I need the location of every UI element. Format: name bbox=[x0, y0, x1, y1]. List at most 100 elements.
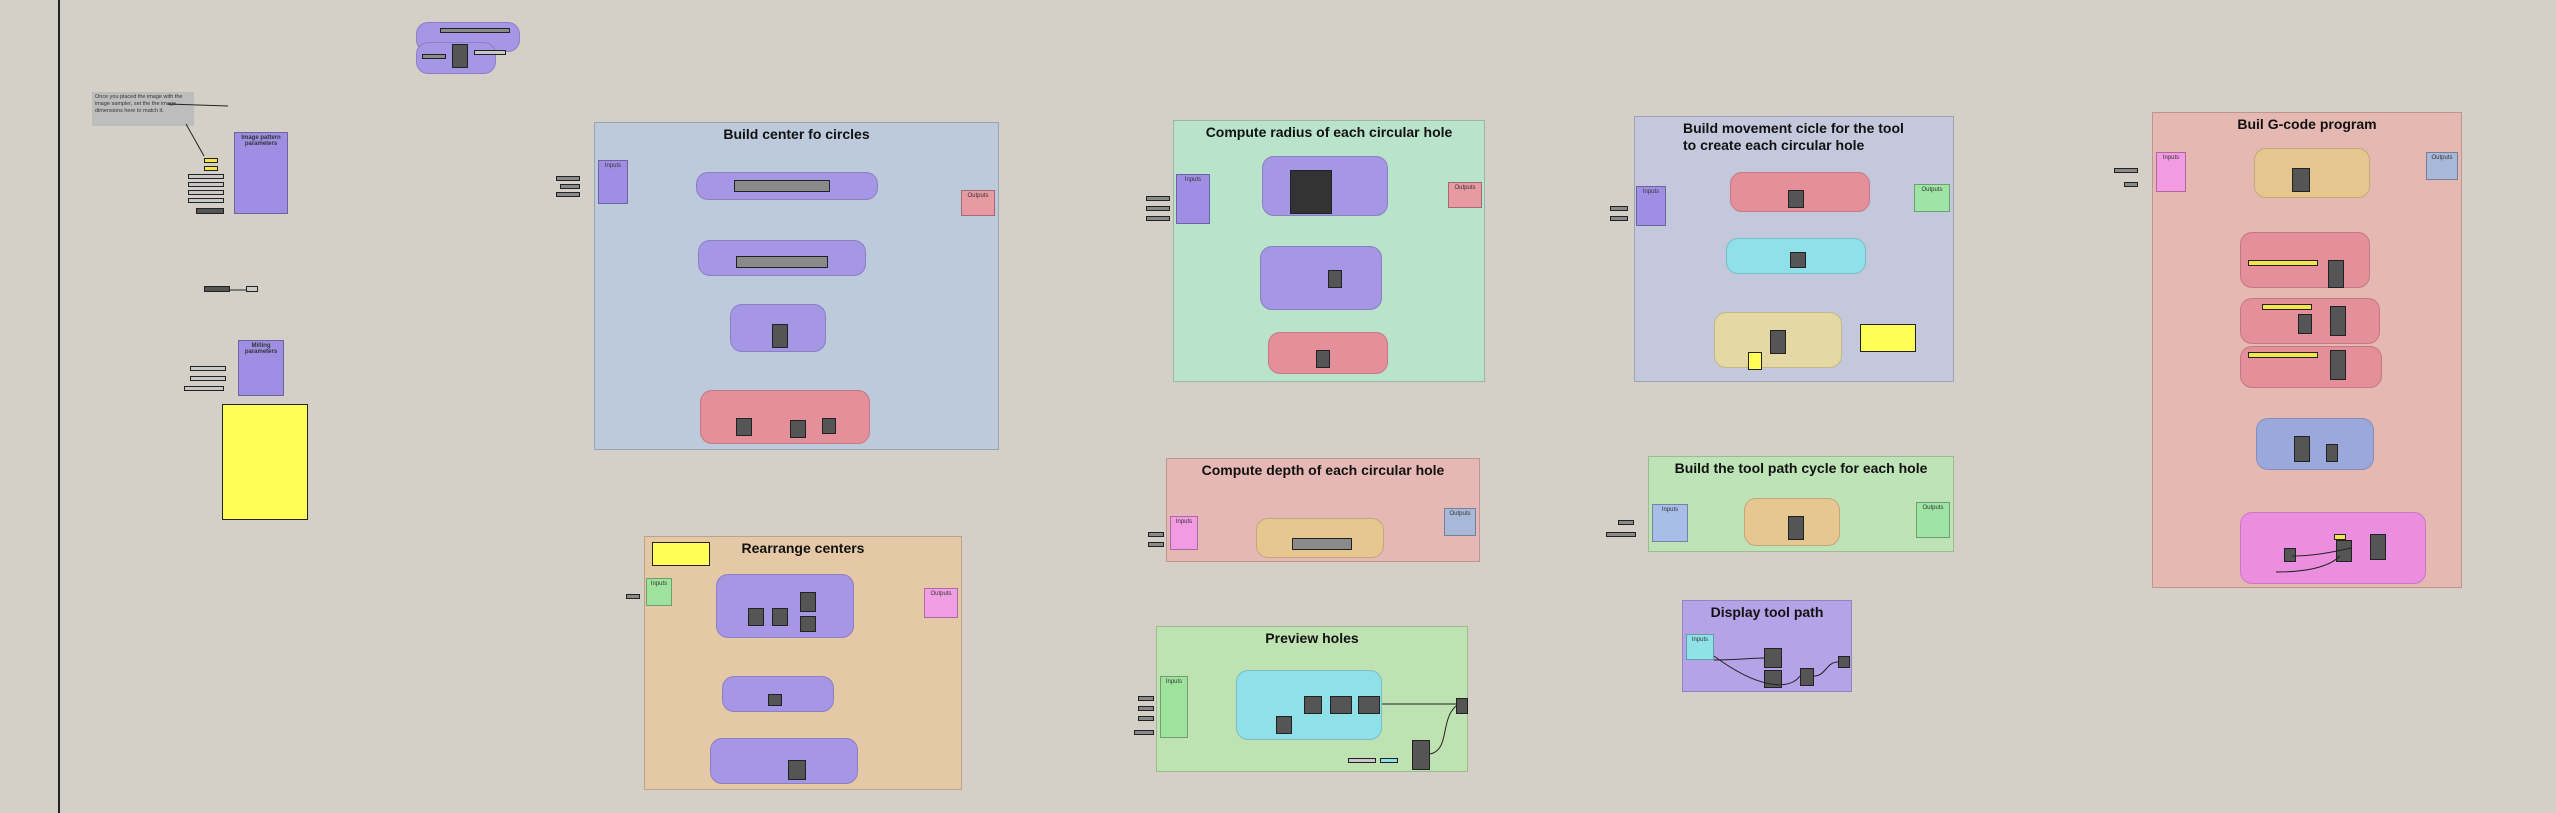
input-param[interactable] bbox=[1146, 206, 1170, 211]
component[interactable] bbox=[1790, 252, 1806, 268]
outputs-node[interactable]: Outputs bbox=[1448, 182, 1482, 208]
panel-strip[interactable] bbox=[2248, 260, 2318, 266]
component[interactable] bbox=[2294, 436, 2310, 462]
component[interactable] bbox=[1380, 758, 1398, 763]
component[interactable] bbox=[736, 418, 752, 436]
slider[interactable] bbox=[204, 158, 218, 163]
component[interactable] bbox=[2284, 548, 2296, 562]
input-param[interactable] bbox=[1146, 196, 1170, 201]
component[interactable] bbox=[788, 760, 806, 780]
component[interactable] bbox=[822, 418, 836, 434]
yellow-panel[interactable] bbox=[222, 404, 308, 520]
component[interactable] bbox=[1316, 350, 1330, 368]
slider[interactable] bbox=[190, 376, 226, 381]
cluster[interactable] bbox=[2256, 418, 2374, 470]
component[interactable] bbox=[2330, 306, 2346, 336]
outputs-node[interactable]: Outputs bbox=[2426, 152, 2458, 180]
component[interactable] bbox=[800, 616, 816, 632]
input-param[interactable] bbox=[2124, 182, 2138, 187]
milling-parameters[interactable]: Milling parameters bbox=[238, 340, 284, 396]
component[interactable] bbox=[768, 694, 782, 706]
component[interactable] bbox=[1358, 696, 1380, 714]
input-param[interactable] bbox=[1610, 216, 1628, 221]
cluster[interactable] bbox=[716, 574, 854, 638]
panel-strip[interactable] bbox=[2248, 352, 2318, 358]
component[interactable] bbox=[1276, 716, 1292, 734]
inputs-node[interactable]: Inputs bbox=[1160, 676, 1188, 738]
slider[interactable] bbox=[188, 190, 224, 195]
inputs-node[interactable]: Inputs bbox=[1176, 174, 1210, 224]
input-param[interactable] bbox=[1606, 532, 1636, 537]
input-param[interactable] bbox=[1138, 706, 1154, 711]
slider[interactable] bbox=[204, 166, 218, 171]
inputs-node[interactable]: Inputs bbox=[1636, 186, 1666, 226]
inputs-node[interactable]: Inputs bbox=[2156, 152, 2186, 192]
inputs-node[interactable]: Inputs bbox=[1170, 516, 1198, 550]
component[interactable] bbox=[2292, 168, 2310, 192]
component[interactable] bbox=[1788, 516, 1804, 540]
component[interactable] bbox=[1764, 648, 1782, 668]
component[interactable] bbox=[772, 608, 788, 626]
component[interactable] bbox=[1304, 696, 1322, 714]
component[interactable] bbox=[734, 180, 830, 192]
component[interactable] bbox=[422, 54, 446, 59]
component[interactable] bbox=[1330, 696, 1352, 714]
input-param[interactable] bbox=[626, 594, 640, 599]
number-output[interactable] bbox=[246, 286, 258, 292]
component[interactable] bbox=[474, 50, 506, 55]
yellow-panel[interactable] bbox=[1748, 352, 1762, 370]
slider[interactable] bbox=[188, 198, 224, 203]
component[interactable] bbox=[1770, 330, 1786, 354]
image-pattern-parameters[interactable]: Image pattern parameters bbox=[234, 132, 288, 214]
component[interactable] bbox=[748, 608, 764, 626]
slider[interactable] bbox=[190, 366, 226, 371]
cluster[interactable] bbox=[710, 738, 858, 784]
outputs-node[interactable]: Outputs bbox=[961, 190, 995, 216]
component[interactable] bbox=[790, 420, 806, 438]
component[interactable] bbox=[772, 324, 788, 348]
component[interactable] bbox=[800, 592, 816, 612]
number-slider[interactable] bbox=[204, 286, 230, 292]
cluster[interactable] bbox=[1260, 246, 1382, 310]
inputs-node[interactable]: Inputs bbox=[1652, 504, 1688, 542]
panel-strip[interactable] bbox=[2334, 534, 2346, 540]
inputs-node[interactable]: Inputs bbox=[1686, 634, 1714, 660]
cluster[interactable] bbox=[2254, 148, 2370, 198]
component[interactable] bbox=[452, 44, 468, 68]
outputs-node[interactable]: Outputs bbox=[1916, 502, 1950, 538]
component[interactable] bbox=[2326, 444, 2338, 462]
outputs-node[interactable]: Outputs bbox=[1444, 508, 1476, 536]
cluster[interactable] bbox=[700, 390, 870, 444]
slider[interactable] bbox=[188, 174, 224, 179]
input-param[interactable] bbox=[1138, 716, 1154, 721]
cluster[interactable] bbox=[2240, 512, 2426, 584]
inputs-node[interactable]: Inputs bbox=[646, 578, 672, 606]
yellow-panel[interactable] bbox=[652, 542, 710, 566]
image-sampler[interactable] bbox=[1290, 170, 1332, 214]
outputs-node[interactable]: Outputs bbox=[924, 588, 958, 618]
inputs-node[interactable]: Inputs bbox=[598, 160, 628, 204]
toggle[interactable] bbox=[196, 208, 224, 214]
input-param[interactable] bbox=[556, 192, 580, 197]
component[interactable] bbox=[2298, 314, 2312, 334]
input-param[interactable] bbox=[1148, 542, 1164, 547]
panel-strip[interactable] bbox=[2262, 304, 2312, 310]
outputs-node[interactable]: Outputs bbox=[1914, 184, 1950, 212]
input-param[interactable] bbox=[1618, 520, 1634, 525]
input-param[interactable] bbox=[2114, 168, 2138, 173]
component[interactable] bbox=[1456, 698, 1468, 714]
component[interactable] bbox=[440, 28, 510, 33]
component[interactable] bbox=[1328, 270, 1342, 288]
input-param[interactable] bbox=[1148, 532, 1164, 537]
input-param[interactable] bbox=[1610, 206, 1628, 211]
component[interactable] bbox=[1800, 668, 1814, 686]
input-param[interactable] bbox=[556, 176, 580, 181]
yellow-panel[interactable] bbox=[1860, 324, 1916, 352]
input-param[interactable] bbox=[1138, 696, 1154, 701]
slider[interactable] bbox=[188, 182, 224, 187]
component[interactable] bbox=[2330, 350, 2346, 380]
input-param[interactable] bbox=[1146, 216, 1170, 221]
component[interactable] bbox=[2370, 534, 2386, 560]
slider[interactable] bbox=[184, 386, 224, 391]
